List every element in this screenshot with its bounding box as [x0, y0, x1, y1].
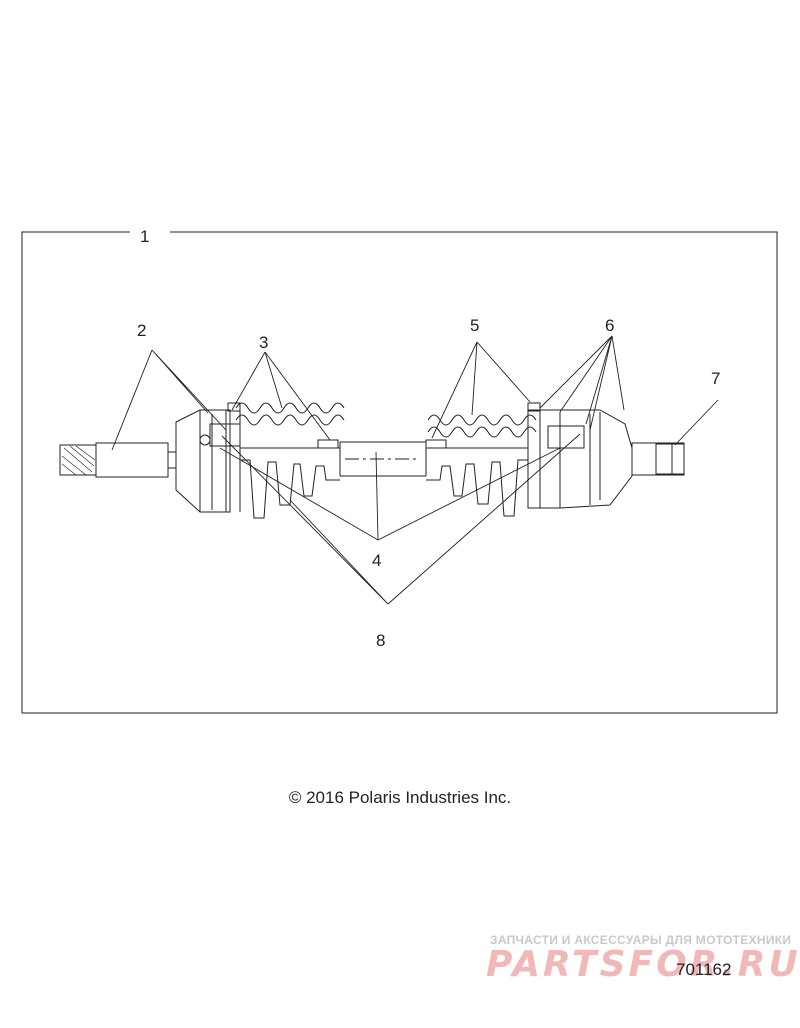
copyright-text: © 2016 Polaris Industries Inc.: [288, 788, 512, 807]
left-clamp: [227, 402, 241, 412]
callout-3: 3: [259, 333, 268, 352]
callout-4: 4: [372, 551, 381, 570]
callout-8: 8: [376, 631, 385, 650]
leader-lines: [111, 335, 719, 605]
callout-6: 6: [605, 316, 614, 335]
right-boot: [425, 439, 528, 517]
callout-7: 7: [711, 369, 720, 388]
center-shaft: [339, 441, 427, 477]
left-boot: [240, 439, 340, 519]
right-spring: [427, 414, 537, 438]
callout-2: 2: [137, 321, 146, 340]
left-stub-shaft: [59, 442, 176, 478]
watermark-logo: PARTSFOR.RU: [486, 944, 800, 985]
assembly-frame: [21, 231, 778, 714]
left-cv-housing: [175, 409, 241, 513]
document-number: 701162: [676, 960, 732, 979]
right-cv-housing: [527, 409, 633, 509]
callout-1: 1: [140, 227, 149, 246]
right-clamp: [527, 402, 541, 412]
right-stub-shaft: [631, 442, 685, 476]
watermark-subtitle: ЗАПЧАСТИ И АКСЕССУАРЫ ДЛЯ МОТОТЕХНИКИ: [490, 933, 792, 947]
callout-5: 5: [470, 316, 479, 335]
left-spring: [235, 402, 345, 426]
